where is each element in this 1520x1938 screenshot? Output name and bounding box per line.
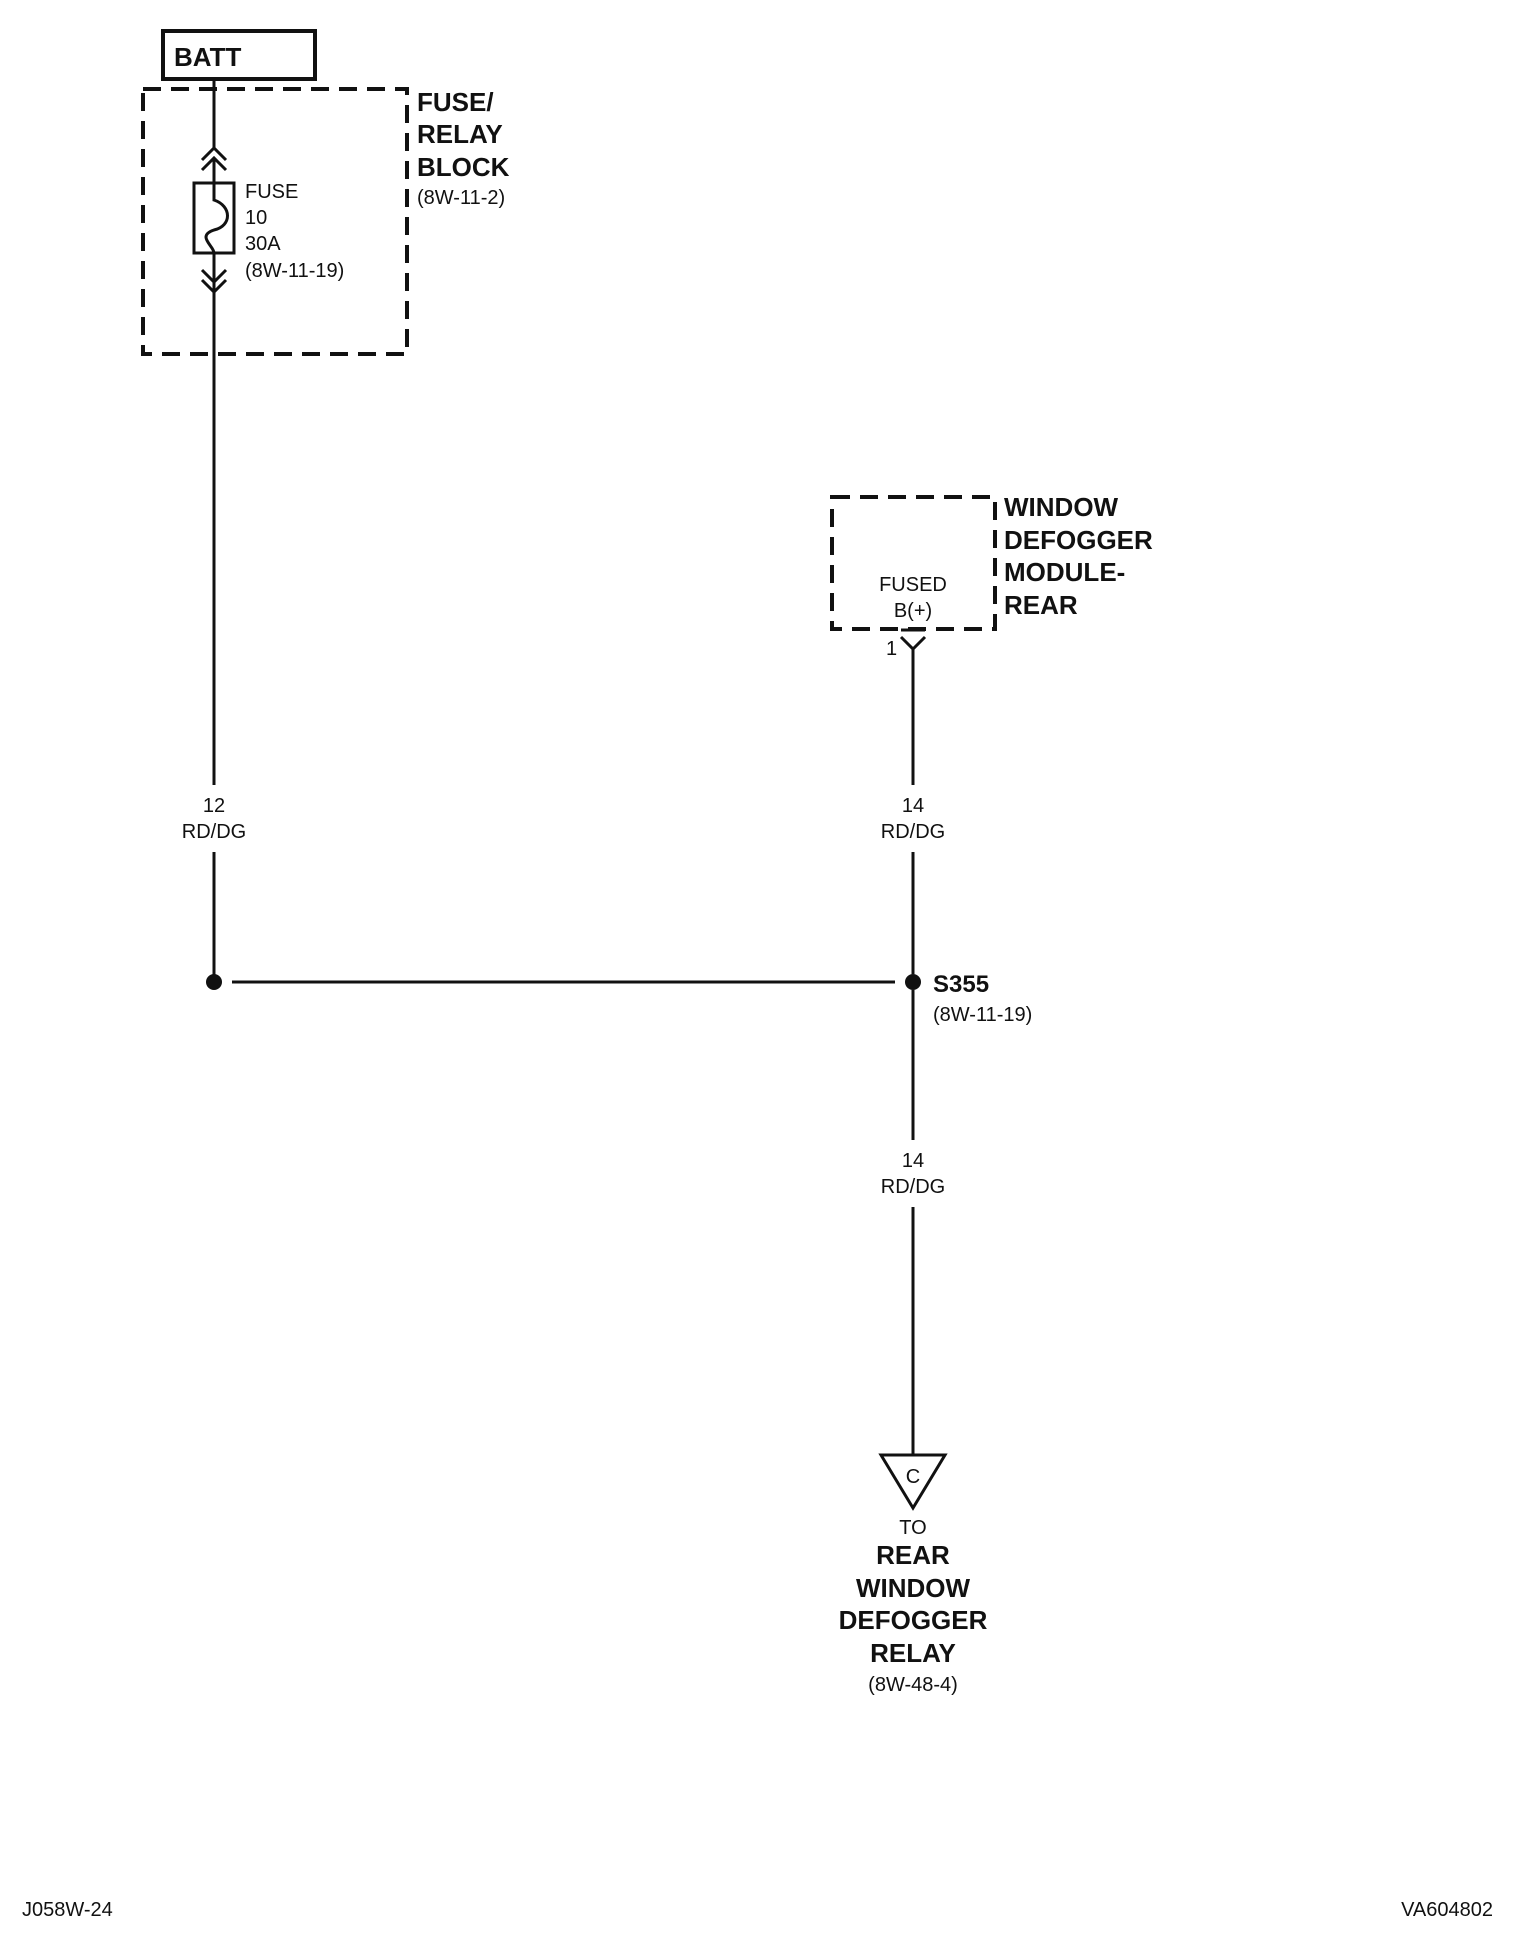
fuse-relay-block-box — [141, 87, 409, 356]
batt-label: BATT — [174, 42, 242, 72]
module-title-1: WINDOW — [1004, 492, 1119, 522]
module-title-2: DEFOGGER — [1004, 525, 1153, 555]
wire-right-lower-color: RD/DG — [881, 1176, 945, 1198]
splice-dot-left — [206, 974, 222, 990]
destination-title-3: DEFOGGER — [839, 1605, 988, 1635]
wire-right-lower-gauge: 14 — [902, 1150, 924, 1172]
wire-left-color: RD/DG — [182, 821, 246, 843]
fuse-relay-block-title-3: BLOCK — [417, 152, 510, 182]
splice-id: S355 — [933, 971, 989, 998]
fuse-symbol-element — [204, 183, 229, 254]
module-title-3: MODULE- — [1004, 557, 1125, 587]
module-pin-number: 1 — [886, 638, 897, 660]
connector-c-triangle — [878, 1453, 948, 1511]
fuse-relay-block-title-1: FUSE/ — [417, 87, 494, 117]
connector-c-letter: C — [906, 1466, 920, 1488]
fuse-relay-block-ref: (8W-11-2) — [417, 187, 505, 209]
destination-ref: (8W-48-4) — [868, 1674, 958, 1696]
module-pin-label-2: B(+) — [894, 600, 932, 622]
splice-dot-s355 — [905, 974, 921, 990]
wire-right-upper-gauge: 14 — [902, 795, 924, 817]
fuse-label-1: FUSE — [245, 181, 298, 203]
wire-right-upper-color: RD/DG — [881, 821, 945, 843]
fuse-relay-block-title-2: RELAY — [417, 119, 503, 149]
fuse-input-chevron-1 — [200, 145, 228, 162]
destination-title-2: WINDOW — [856, 1573, 971, 1603]
fuse-label-4: (8W-11-19) — [245, 260, 344, 282]
fuse-label-2: 10 — [245, 207, 267, 229]
destination-title-4: RELAY — [870, 1638, 956, 1668]
module-title-4: REAR — [1004, 590, 1078, 620]
connector-to-label: TO — [899, 1517, 926, 1539]
footer-right-code: VA604802 — [1401, 1899, 1493, 1921]
splice-ref: (8W-11-19) — [933, 1004, 1032, 1026]
fuse-label-3: 30A — [245, 233, 281, 255]
module-pin-label-1: FUSED — [879, 574, 947, 596]
wire-left-gauge: 12 — [203, 795, 225, 817]
destination-title-1: REAR — [876, 1540, 950, 1570]
footer-left-code: J058W-24 — [22, 1899, 113, 1921]
module-pin-chevron — [899, 635, 927, 652]
batt-box — [161, 29, 317, 81]
